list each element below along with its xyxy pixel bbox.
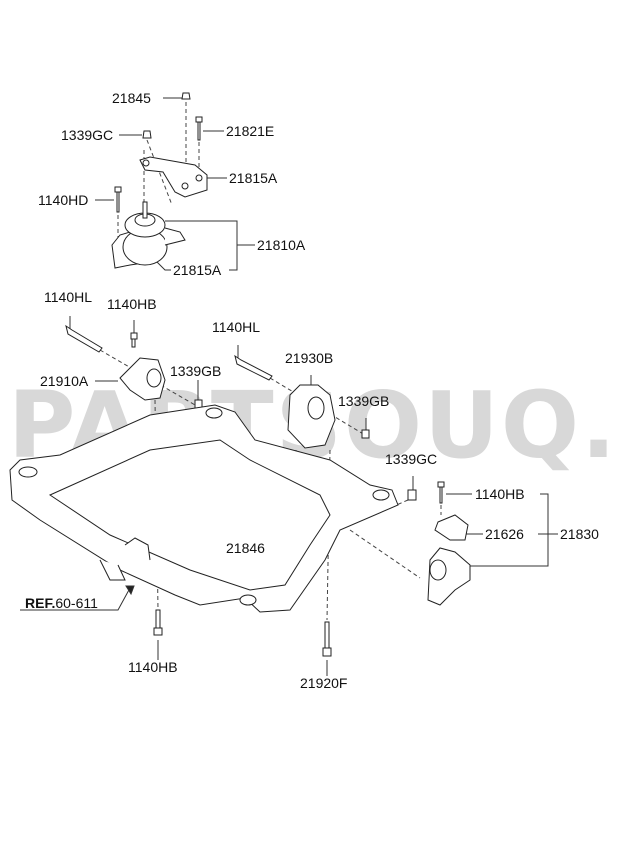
transmission-mount-right — [427, 514, 471, 606]
part-label-1140hb[interactable]: 1140HB — [128, 659, 178, 675]
transmission-mount-left — [119, 357, 166, 401]
part-label-1140hl[interactable]: 1140HL — [212, 319, 261, 335]
part-label-21810a[interactable]: 21810A — [257, 237, 306, 253]
part-label-1140hl[interactable]: 1140HL — [44, 289, 93, 305]
engine-mount-bracket — [139, 156, 208, 198]
part-label-1339gc[interactable]: 1339GC — [385, 451, 438, 467]
part-label-21815a[interactable]: 21815A — [173, 262, 222, 278]
part-label-21821e[interactable]: 21821E — [226, 123, 275, 139]
part-label-21920f[interactable]: 21920F — [300, 675, 348, 691]
part-label-1140hb[interactable]: 1140HB — [475, 486, 525, 502]
part-label-21626[interactable]: 21626 — [485, 526, 524, 542]
part-label-1339gb[interactable]: 1339GB — [170, 363, 222, 379]
part-label-21830[interactable]: 21830 — [560, 526, 599, 542]
part-label-21930b[interactable]: 21930B — [285, 350, 334, 366]
reference-prefix: REF. — [25, 595, 56, 611]
reference-number: 60-611 — [55, 595, 98, 611]
part-label-21910a[interactable]: 21910A — [40, 373, 89, 389]
part-label-1339gc[interactable]: 1339GC — [61, 127, 114, 143]
part-label-21815a[interactable]: 21815A — [229, 170, 278, 186]
part-label-1339gb[interactable]: 1339GB — [338, 393, 390, 409]
part-label-1140hd[interactable]: 1140HD — [38, 192, 89, 208]
roll-mount-rear — [287, 384, 336, 449]
part-label-21845[interactable]: 21845 — [112, 90, 151, 106]
crossmember-subframe — [9, 404, 399, 613]
part-label-1140hb[interactable]: 1140HB — [107, 296, 157, 312]
reference-link[interactable]: REF.60-611 — [25, 595, 98, 611]
part-label-21846[interactable]: 21846 — [226, 540, 265, 556]
leader-lines — [20, 97, 558, 676]
engine-mount — [111, 201, 186, 269]
